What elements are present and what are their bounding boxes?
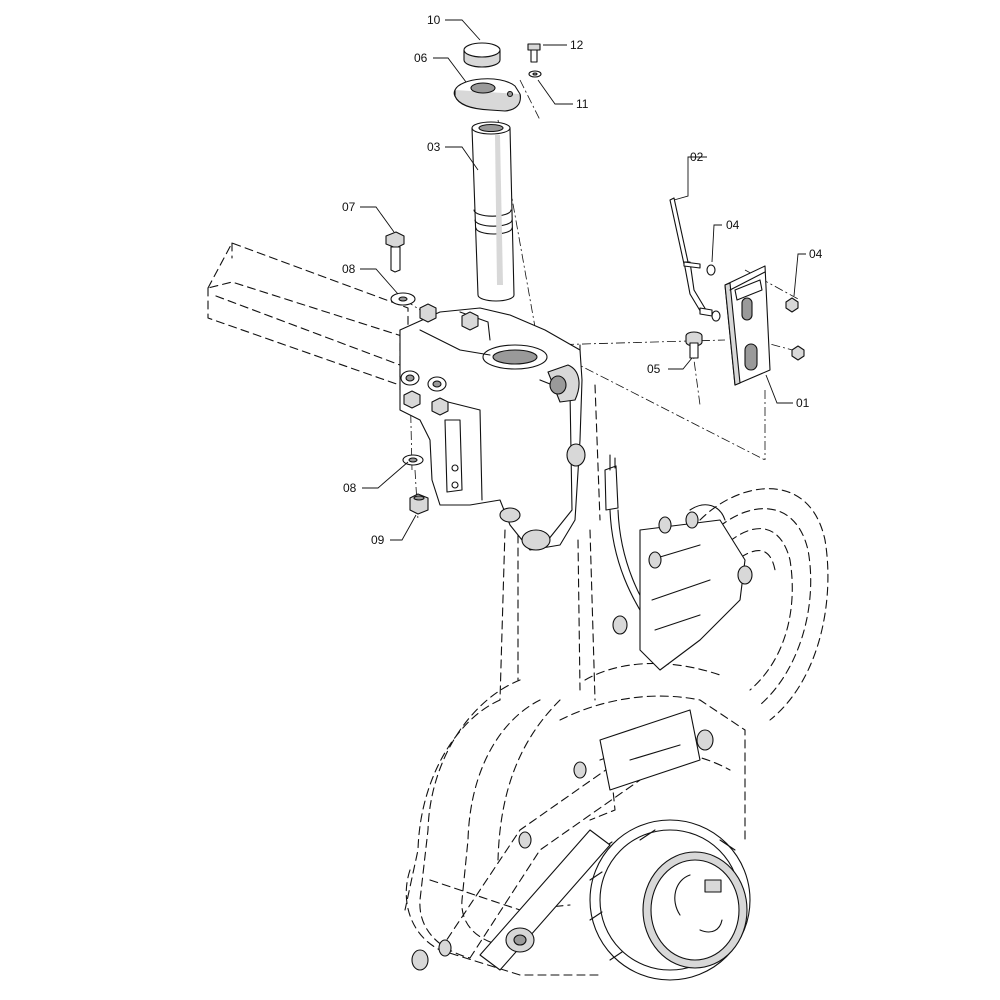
part-mounting-plate [453, 78, 521, 112]
part-sleeve [471, 121, 515, 302]
callout-09: 09 [371, 533, 385, 547]
part-washer-04 [706, 264, 721, 322]
callout-11: 11 [576, 97, 589, 111]
part-bolt-05 [685, 331, 703, 359]
callout-01: 01 [796, 396, 810, 410]
callout-08-top: 08 [342, 262, 356, 276]
part-center-linkage [518, 709, 714, 849]
part-rod [669, 197, 713, 317]
part-wheel-hub [589, 819, 751, 981]
callout-06: 06 [414, 51, 428, 65]
callout-04-nut: 04 [809, 247, 823, 261]
leader-lines [360, 19, 806, 541]
part-washer-08 [390, 292, 424, 466]
part-steering-knuckle [399, 303, 586, 551]
callout-labels: 10 06 12 11 03 02 04 04 07 08 05 01 08 0… [342, 13, 823, 547]
callout-12: 12 [570, 38, 584, 52]
part-nut-09 [409, 493, 429, 515]
part-nut-04 [785, 297, 805, 361]
part-bracket [724, 265, 771, 386]
callout-08-bottom: 08 [343, 481, 357, 495]
callout-05: 05 [647, 362, 661, 376]
callout-10: 10 [427, 13, 441, 27]
callout-07: 07 [342, 200, 356, 214]
part-valve-assembly [612, 504, 753, 671]
part-washer-11 [528, 70, 542, 78]
part-bolt-12 [527, 43, 541, 63]
part-cap [463, 42, 501, 68]
callout-04-washer: 04 [726, 218, 740, 232]
part-bolt-07 [385, 231, 405, 273]
callout-03: 03 [427, 140, 441, 154]
callout-02: 02 [690, 150, 704, 164]
part-lower-link [411, 829, 611, 971]
